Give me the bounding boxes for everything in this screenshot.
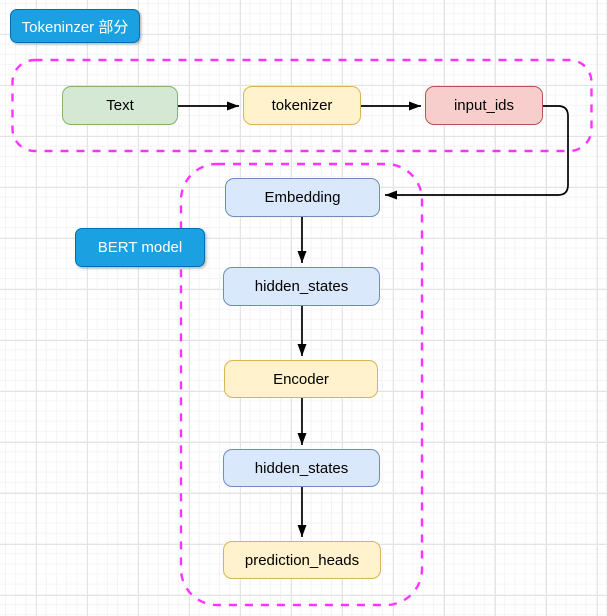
node-hidden-states-bottom-label: hidden_states: [254, 459, 349, 477]
node-text-label: Text: [106, 97, 134, 114]
node-prediction-heads-label: prediction_heads: [244, 551, 360, 569]
node-input-ids-label: input_ids: [453, 97, 515, 114]
edge-input-ids-to-embedding[interactable]: [385, 105, 569, 200]
node-encoder[interactable]: Encoder: [224, 360, 378, 398]
node-prediction-heads[interactable]: prediction_heads: [223, 541, 381, 579]
node-input-ids[interactable]: input_ids: [425, 86, 543, 125]
bert-model-container[interactable]: [179, 162, 424, 607]
node-hidden-states-top[interactable]: hidden_states: [223, 267, 380, 306]
node-tokenizer[interactable]: tokenizer: [243, 86, 361, 125]
node-encoder-label: Encoder: [273, 370, 329, 388]
bert-model-label[interactable]: BERT model: [75, 228, 205, 267]
tokenizer-section-container[interactable]: [11, 58, 593, 153]
tokenizer-section-label-text: Tokeninzer 部分: [21, 18, 129, 36]
node-text[interactable]: Text: [62, 86, 178, 125]
node-hidden-states-bottom[interactable]: hidden_states: [223, 449, 380, 487]
node-embedding[interactable]: Embedding: [225, 178, 380, 217]
node-tokenizer-label: tokenizer: [271, 97, 333, 114]
bert-model-label-text: BERT model: [97, 239, 183, 256]
tokenizer-section-label[interactable]: Tokeninzer 部分: [10, 9, 140, 43]
node-hidden-states-top-label: hidden_states: [254, 278, 349, 295]
node-embedding-label: Embedding: [264, 189, 341, 206]
